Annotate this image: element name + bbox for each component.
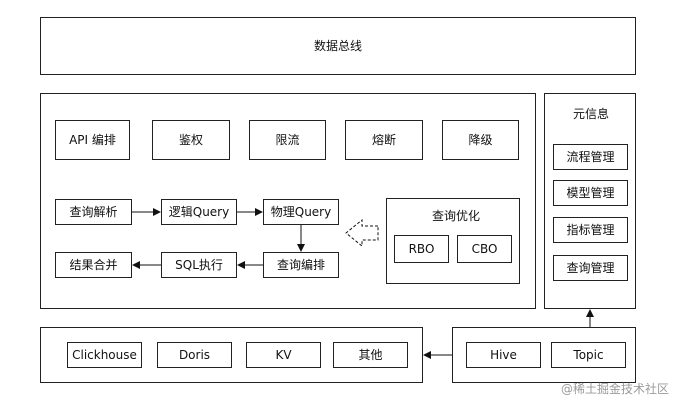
circuit-breaker-label: 熔断 [371, 133, 396, 147]
rate-limit-box: 限流 [249, 120, 326, 160]
query-orchestrate-label: 查询编排 [276, 258, 325, 272]
physical-query-label: 物理Query [270, 205, 332, 219]
source-topic-box: Topic [551, 342, 626, 368]
storage-other-label: 其他 [358, 348, 383, 362]
meta-title: 元信息 [573, 107, 610, 121]
sql-exec-label: SQL执行 [175, 258, 223, 272]
physical-query-box: 物理Query [263, 199, 339, 225]
sql-exec-box: SQL执行 [161, 252, 237, 278]
rbo-label: RBO [408, 242, 435, 256]
query-orchestrate-box: 查询编排 [263, 252, 339, 278]
auth-label: 鉴权 [178, 133, 203, 147]
source-hive-box: Hive [466, 342, 541, 368]
meta-item-flow-label: 流程管理 [566, 150, 615, 164]
auth-box: 鉴权 [152, 120, 230, 160]
data-bus-label: 数据总线 [313, 39, 362, 53]
cbo-label: CBO [471, 242, 498, 256]
result-merge-box: 结果合并 [55, 252, 132, 278]
rbo-box: RBO [394, 235, 449, 263]
logic-query-box: 逻辑Query [161, 199, 237, 225]
source-hive-label: Hive [490, 348, 517, 362]
storage-doris-label: Doris [178, 348, 211, 362]
query-parse-box: 查询解析 [55, 199, 132, 225]
api-orchestration-label: API 编排 [69, 133, 116, 147]
rate-limit-label: 限流 [275, 133, 300, 147]
source-topic-label: Topic [573, 348, 604, 362]
storage-clickhouse-label: Clickhouse [72, 348, 137, 362]
query-optimizer-title: 查询优化 [432, 209, 481, 223]
api-orchestration-box: API 编排 [55, 120, 130, 160]
storage-kv-label: KV [275, 348, 292, 362]
cbo-box: CBO [457, 235, 512, 263]
meta-item-model: 模型管理 [553, 180, 628, 206]
result-merge-label: 结果合并 [69, 258, 118, 272]
meta-item-flow: 流程管理 [553, 144, 628, 170]
circuit-breaker-box: 熔断 [345, 120, 423, 160]
watermark: @稀土掘金技术社区 [561, 380, 669, 397]
meta-item-query: 查询管理 [553, 255, 628, 281]
meta-item-model-label: 模型管理 [566, 186, 615, 200]
storage-other-box: 其他 [333, 342, 408, 368]
meta-item-query-label: 查询管理 [566, 261, 615, 275]
storage-clickhouse-box: Clickhouse [67, 342, 142, 368]
meta-item-metric-label: 指标管理 [566, 223, 615, 237]
storage-doris-box: Doris [157, 342, 232, 368]
storage-kv-box: KV [246, 342, 321, 368]
degrade-label: 降级 [468, 133, 493, 147]
data-bus-box: 数据总线 [40, 17, 636, 75]
query-parse-label: 查询解析 [69, 205, 118, 219]
watermark-text: @稀土掘金技术社区 [560, 382, 669, 396]
meta-item-metric: 指标管理 [553, 217, 628, 243]
logic-query-label: 逻辑Query [168, 205, 230, 219]
degrade-box: 降级 [442, 120, 519, 160]
